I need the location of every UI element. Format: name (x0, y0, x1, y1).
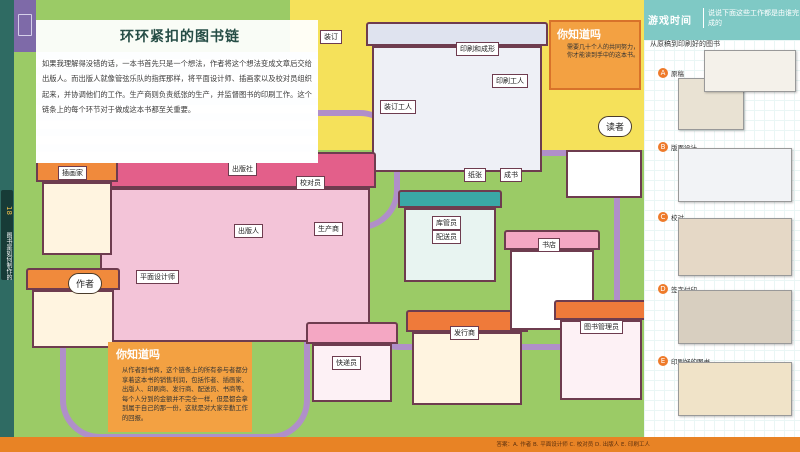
graphic-designer-sign: 平面设计师 (136, 270, 179, 284)
page-title: 环环紧扣的图书链 (120, 29, 240, 45)
librarian-sign: 图书管理员 (580, 320, 623, 334)
spine-tab (1, 190, 13, 280)
game-item-label: 印刷好的图书 (671, 356, 710, 366)
letter-badge: A (658, 67, 668, 78)
game-item-label: 原稿 (671, 69, 684, 78)
library-house: 图书管理员 (554, 300, 648, 400)
game-item-e: E印刷好的图书 (658, 350, 710, 369)
did-you-know-top: 你知道吗 需要几十个人的共同努力，你才能读到手中的这本书。 (549, 20, 641, 90)
printing-house: 印刷和成形 印刷工人 装订工人 纸张 成书 装订 (320, 22, 548, 182)
title-panel: 环环紧扣的图书链 如果我理解得没错的话，一本书首先只是一个想法，作者将这个想法变… (36, 20, 318, 163)
chapter-marker (14, 0, 36, 52)
game-subtitle: 说说下面这些工作都是由谁完成的 (703, 8, 800, 28)
did-you-know-text: 需要几十个人的共同努力，你才能读到手中的这本书。 (567, 44, 640, 59)
did-you-know-bottom: 你知道吗 从作者到书商，这个链条上的所有参与者都分享着这本书的销售利润，包括作者… (108, 342, 252, 432)
answer-text: 答案：A. 作者 B. 平面设计师 C. 校对员 D. 出版人 E. 印刷工人 (496, 442, 650, 448)
game-title: 游戏时间 (648, 16, 692, 27)
proofreading-photo (678, 218, 792, 276)
printer-worker-sign: 印刷工人 (492, 74, 528, 88)
did-you-know-text: 从作者到书商，这个链条上的所有参与者都分享着这本书的销售利润，包括作者、插画家、… (122, 367, 248, 422)
paper-sign: 纸张 (464, 168, 486, 182)
printed-book-photo (678, 362, 792, 416)
letter-badge: C (658, 211, 668, 222)
letter-badge: E (658, 355, 668, 366)
game-panel: 游戏时间 说说下面这些工作都是由谁完成的 从原稿到印刷好的图书 A原稿 B版面设… (644, 0, 800, 437)
bookstore-sign: 书店 (538, 238, 560, 252)
game-item-b: B版面设计 (658, 136, 697, 155)
letter-badge: D (658, 283, 668, 294)
spine-number: 18 (5, 205, 13, 215)
game-item-label: 签字付印 (671, 284, 697, 294)
game-header: 游戏时间 说说下面这些工作都是由谁完成的 (644, 0, 800, 40)
page-spine: 18 图书是如何制作的 (0, 0, 14, 452)
publisher-house: 出版社 平面设计师 校对员 出版人 生产商 (94, 152, 376, 342)
compositing-sign: 装订工人 (380, 100, 416, 114)
publisher-sign: 出版社 (228, 162, 257, 176)
author-bubble: 作者 (68, 273, 103, 294)
game-item-label: 版面设计 (671, 142, 697, 152)
reader-house (566, 128, 642, 198)
letter-badge: B (658, 141, 668, 152)
print-approval-photo (678, 290, 792, 344)
bottom-strip (0, 437, 800, 452)
binding-sign: 成书 (500, 168, 522, 182)
illustrator-sign: 插画家 (58, 166, 87, 180)
spine-text: 图书是如何制作的 (5, 232, 12, 280)
book-icon (18, 14, 32, 36)
warehouse-sign: 库管员 (432, 216, 461, 230)
intro-text: 如果我理解得没错的话，一本书首先只是一个想法，作者将这个想法变成文章后交给出版人… (42, 59, 312, 115)
did-you-know-title: 你知道吗 (116, 348, 160, 361)
issuer-sign: 发行商 (450, 326, 479, 340)
manuscript-photo (704, 50, 796, 92)
finishing-sign: 装订 (320, 30, 342, 44)
game-item-c: C校对 (658, 206, 684, 225)
did-you-know-title: 你知道吗 (557, 28, 601, 41)
courier-sign: 快递员 (332, 356, 361, 370)
issuer-house: 发行商 (406, 310, 528, 405)
layout-photo (678, 148, 792, 202)
warehouse-house: 库管员 配送员 (398, 190, 502, 282)
game-item-label: 校对 (671, 212, 684, 222)
distribution-sign: 配送员 (432, 230, 461, 244)
reader-bubble: 读者 (598, 116, 633, 137)
producer-sign: 生产商 (314, 222, 343, 236)
courier-house: 快递员 (306, 322, 398, 402)
game-heading: 从原稿到印刷好的图书 (650, 40, 720, 48)
illustrator-house: 插画家 (36, 160, 118, 255)
proofreader-sign: 校对员 (296, 176, 325, 190)
game-item-d: D签字付印 (658, 278, 697, 297)
publisher-person-sign: 出版人 (234, 224, 263, 238)
printing-sign: 印刷和成形 (456, 42, 499, 56)
